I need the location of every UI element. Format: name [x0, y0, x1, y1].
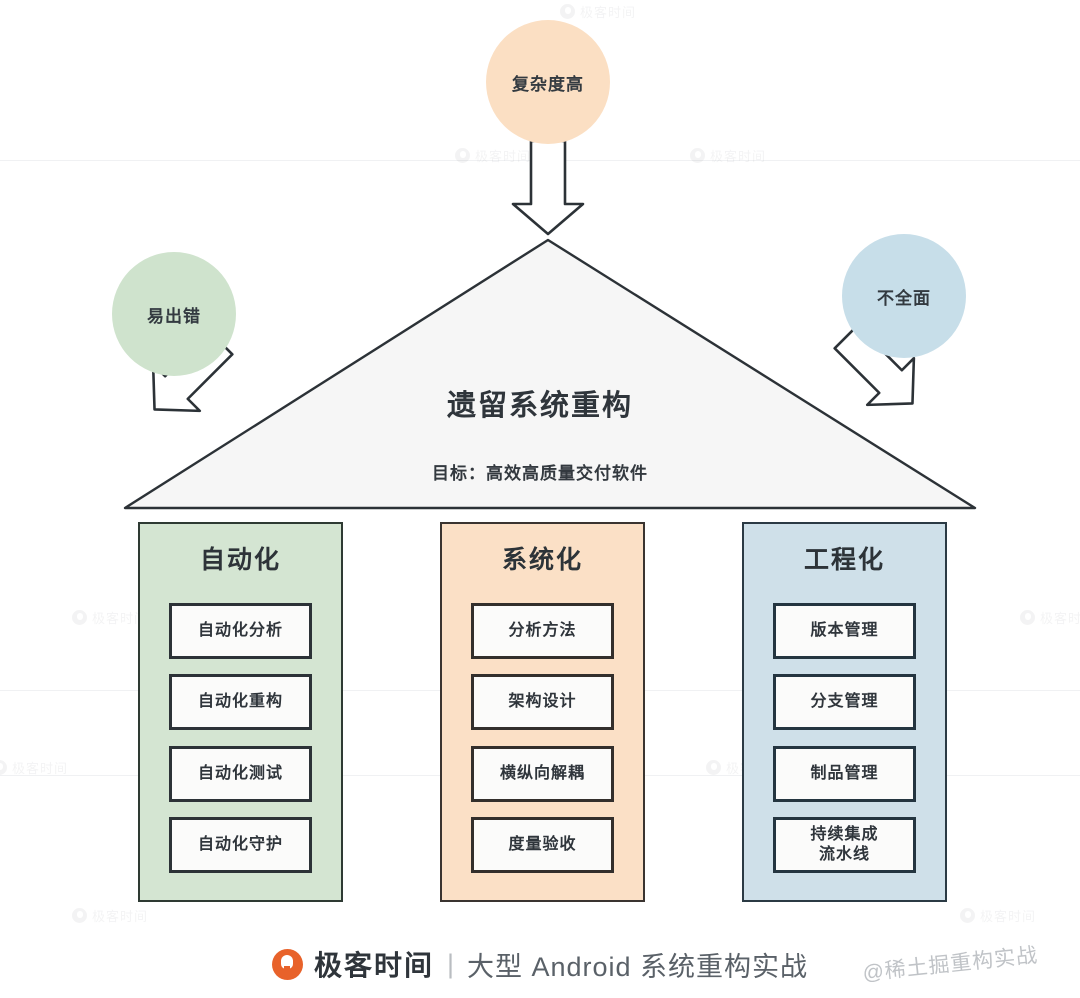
- footer: 极客时间 | 大型 Android 系统重构实战: [0, 930, 1080, 998]
- item-box[interactable]: 分析方法: [471, 603, 614, 660]
- item-box[interactable]: 版本管理: [773, 603, 916, 660]
- roof-triangle: [123, 238, 977, 510]
- bubble-complexity[interactable]: 复杂度高: [486, 20, 610, 144]
- diagram-subtitle: 目标：高效高质量交付软件: [432, 464, 648, 483]
- pillar-systematization[interactable]: 系统化 分析方法 架构设计 横纵向解耦 度量验收: [440, 522, 645, 902]
- pillar-automation-title: 自动化: [199, 546, 281, 574]
- item-box[interactable]: 持续集成流水线: [773, 816, 916, 873]
- item-box[interactable]: 制品管理: [773, 745, 916, 802]
- bubble-error-prone[interactable]: 易出错: [112, 252, 236, 376]
- item-box[interactable]: 横纵向解耦: [471, 745, 614, 802]
- footer-divider: |: [446, 948, 454, 979]
- bubble-incomplete[interactable]: 不全面: [842, 234, 966, 358]
- pillar-systematization-title: 系统化: [501, 546, 583, 574]
- diagram-title: 遗留系统重构: [446, 390, 633, 422]
- pillar-automation[interactable]: 自动化 自动化分析 自动化重构 自动化测试 自动化守护: [138, 522, 343, 902]
- item-box[interactable]: 自动化分析: [169, 603, 312, 660]
- pillar-engineering-items: 版本管理 分支管理 制品管理 持续集成流水线: [744, 588, 945, 900]
- item-box[interactable]: 自动化守护: [169, 816, 312, 873]
- bubble-incomplete-label: 不全面: [877, 288, 931, 308]
- item-box[interactable]: 分支管理: [773, 674, 916, 731]
- item-box[interactable]: 架构设计: [471, 674, 614, 731]
- item-box[interactable]: 自动化测试: [169, 745, 312, 802]
- pillar-engineering-title: 工程化: [803, 546, 885, 574]
- footer-brand: 极客时间: [313, 950, 434, 981]
- item-box[interactable]: 度量验收: [471, 816, 614, 873]
- pillar-automation-items: 自动化分析 自动化重构 自动化测试 自动化守护: [140, 588, 341, 900]
- bubble-complexity-label: 复杂度高: [512, 74, 584, 94]
- arrow-complexity-down: [511, 139, 585, 236]
- bubble-error-prone-label: 易出错: [147, 306, 201, 326]
- geek-time-logo-icon: [271, 948, 303, 980]
- item-box[interactable]: 自动化重构: [169, 674, 312, 731]
- footer-course-title: 大型 Android 系统重构实战: [466, 951, 809, 982]
- pillar-engineering[interactable]: 工程化 版本管理 分支管理 制品管理 持续集成流水线: [742, 522, 947, 902]
- pillar-systematization-items: 分析方法 架构设计 横纵向解耦 度量验收: [442, 588, 643, 900]
